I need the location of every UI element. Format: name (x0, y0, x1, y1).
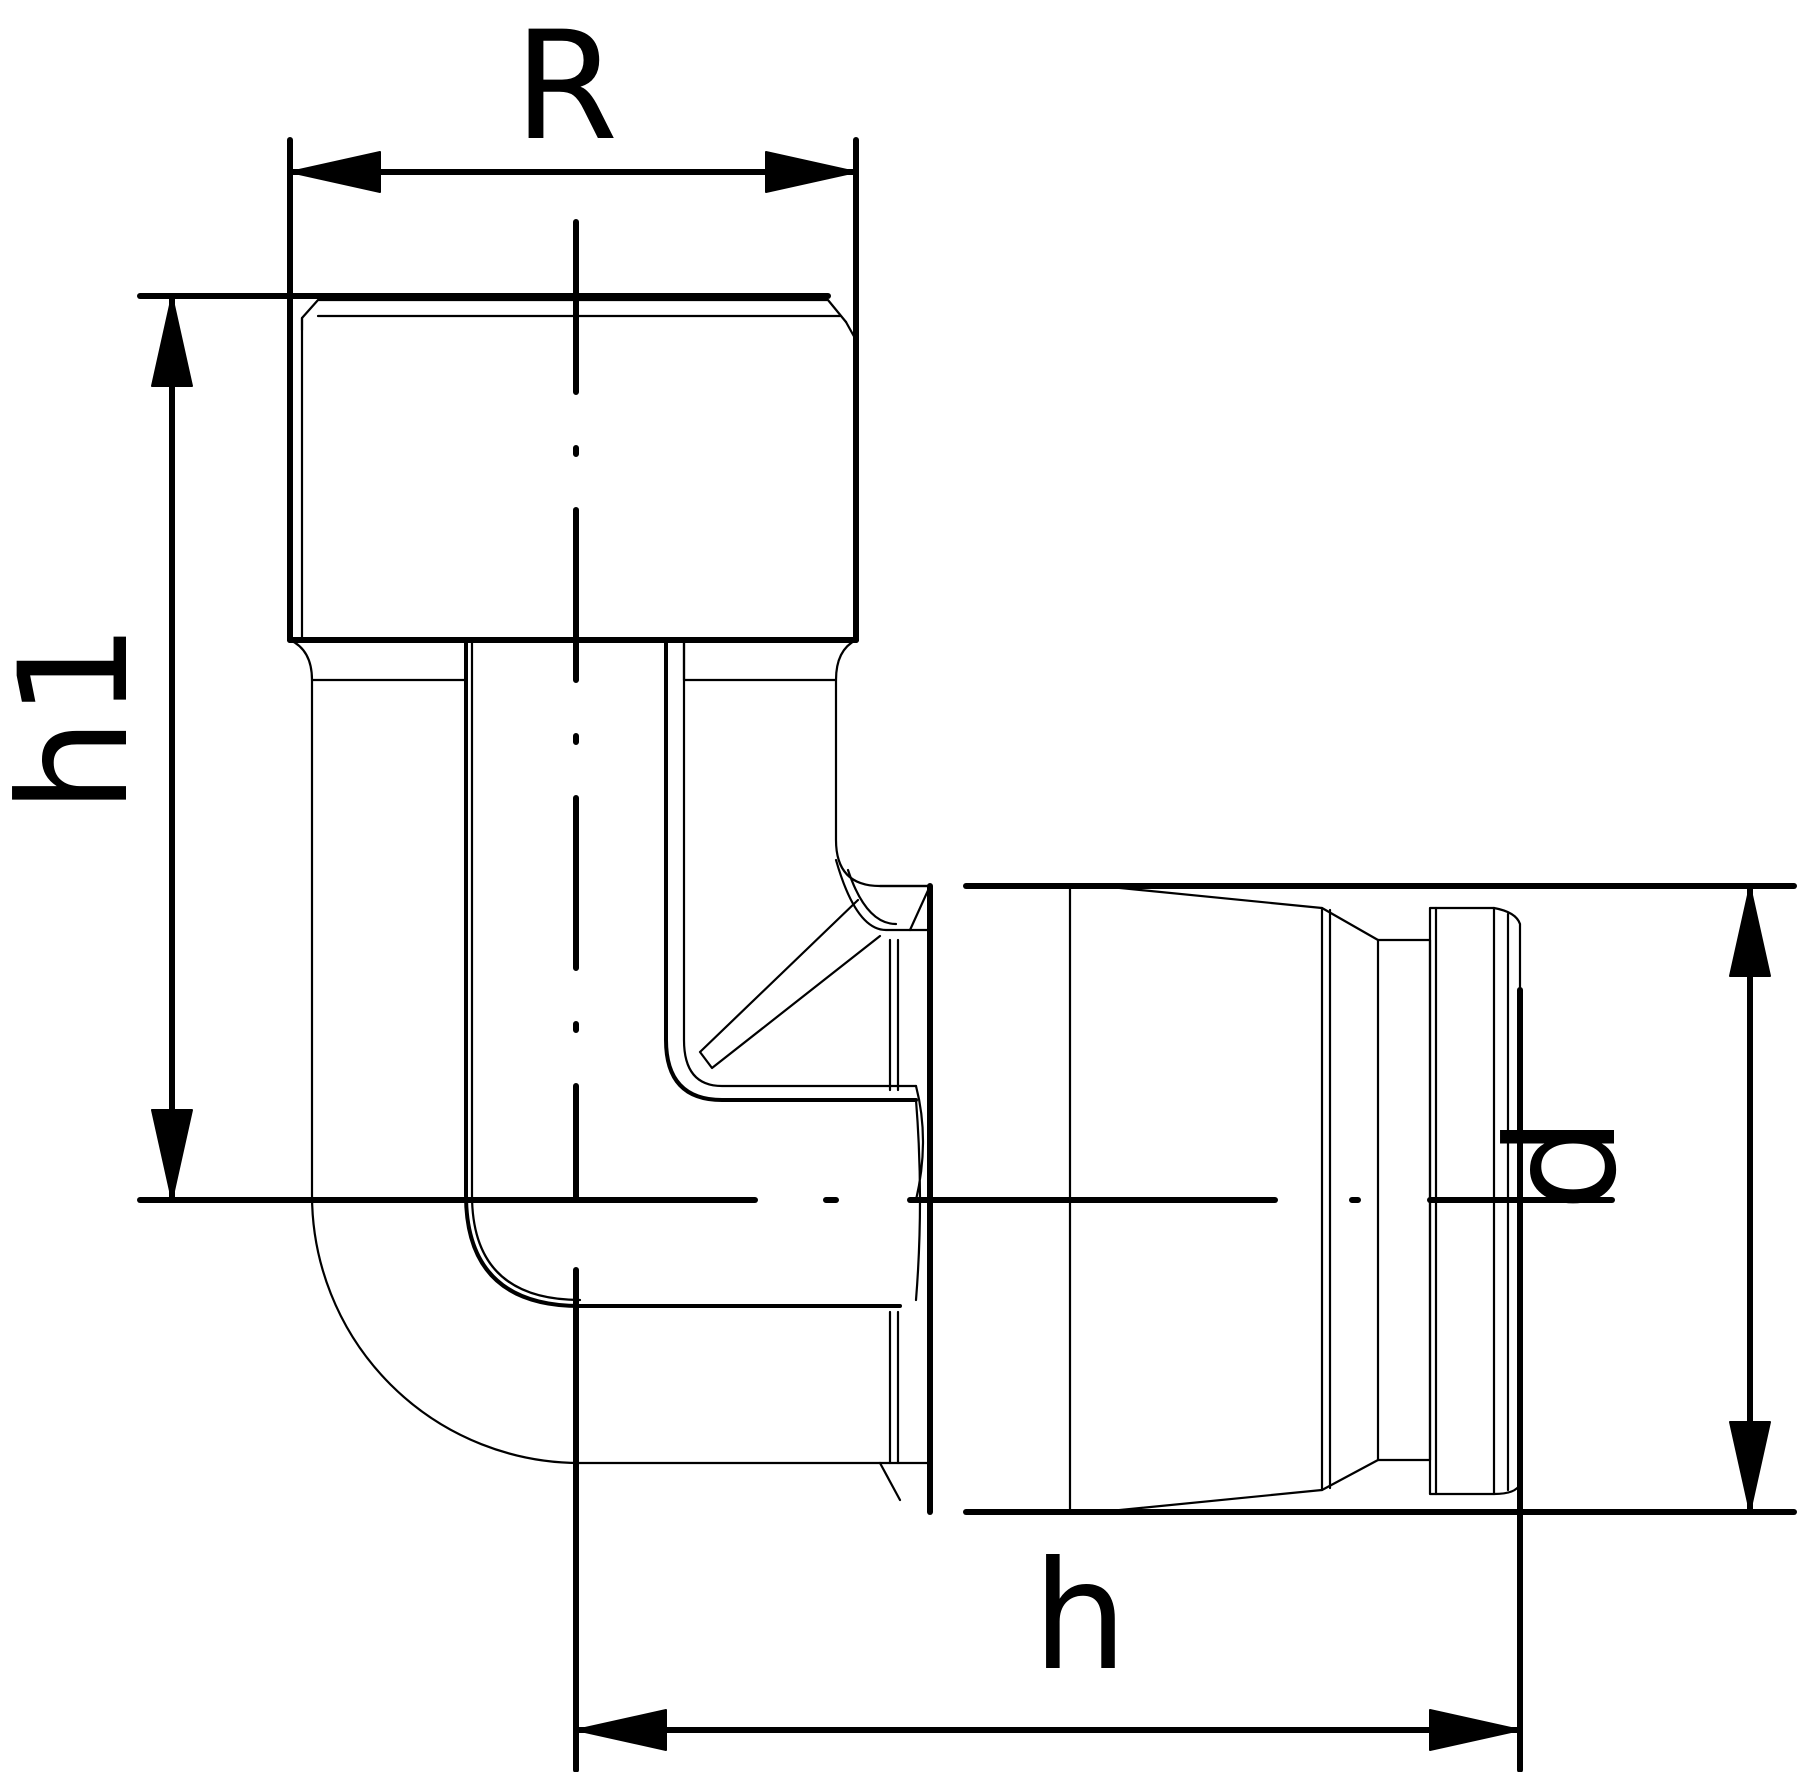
label-h: h (1032, 1530, 1127, 1704)
dimension-d: d (963, 883, 1797, 1515)
arrowhead-right (765, 151, 857, 193)
arrowhead-bottom (151, 1109, 193, 1201)
dimension-h: h (573, 987, 1523, 1772)
label-d: d (1476, 1116, 1650, 1211)
center-lines (137, 219, 1615, 1772)
elbow-body (288, 638, 932, 1502)
label-h1: h1 (0, 623, 162, 814)
arrowhead-left (289, 151, 381, 193)
arrowhead-top (151, 295, 193, 387)
dimension-h1: h1 (0, 293, 293, 1203)
dimension-R: R (287, 0, 859, 643)
label-R: R (514, 0, 618, 174)
arrowhead-bottom (1729, 1421, 1771, 1513)
arrowhead-left (575, 1709, 667, 1751)
arrowhead-right (1429, 1709, 1521, 1751)
arrowhead-top (1729, 885, 1771, 977)
